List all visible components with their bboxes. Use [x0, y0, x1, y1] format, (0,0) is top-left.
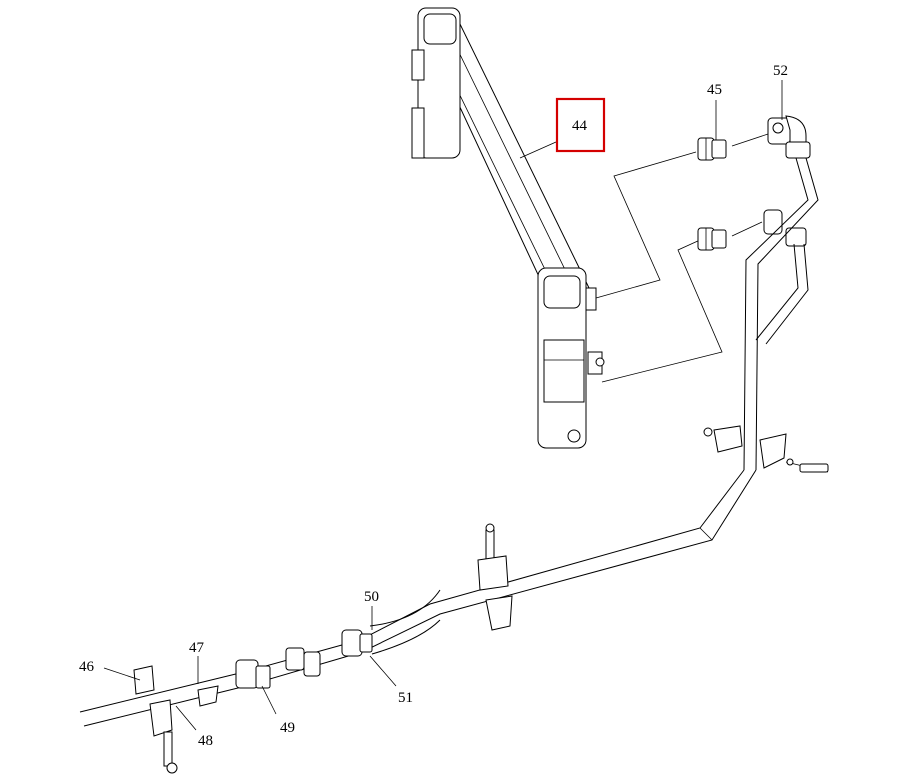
coupling-49	[235, 647, 321, 689]
pipe-clamp-46	[133, 665, 155, 695]
fitting-45-lower	[697, 227, 727, 251]
callout-50[interactable]: 50	[364, 589, 379, 605]
pipe-clamp-upper-right	[703, 425, 829, 473]
pipe-clamp-48	[149, 685, 219, 774]
fitting-45-upper	[697, 137, 727, 161]
connector-leaders	[595, 133, 769, 383]
callout-47[interactable]: 47	[189, 640, 205, 656]
callout-49[interactable]: 49	[280, 720, 295, 736]
callout-45[interactable]: 45	[707, 82, 722, 98]
main-pipe	[79, 469, 757, 727]
callout-48[interactable]: 48	[198, 733, 213, 749]
callout-52[interactable]: 52	[773, 63, 788, 79]
radiator-cooler	[411, 7, 605, 449]
pipe-clamp-center	[477, 523, 513, 631]
callout-44[interactable]: 44	[572, 118, 588, 134]
coupling-50	[341, 629, 373, 657]
callout-leaders	[103, 80, 783, 731]
callout-46[interactable]: 46	[79, 659, 95, 675]
elbow-fitting-52	[763, 115, 811, 247]
coolant-pipe-vertical	[743, 157, 819, 471]
highlight-box-44	[555, 97, 606, 153]
callout-51[interactable]: 51	[398, 690, 413, 706]
